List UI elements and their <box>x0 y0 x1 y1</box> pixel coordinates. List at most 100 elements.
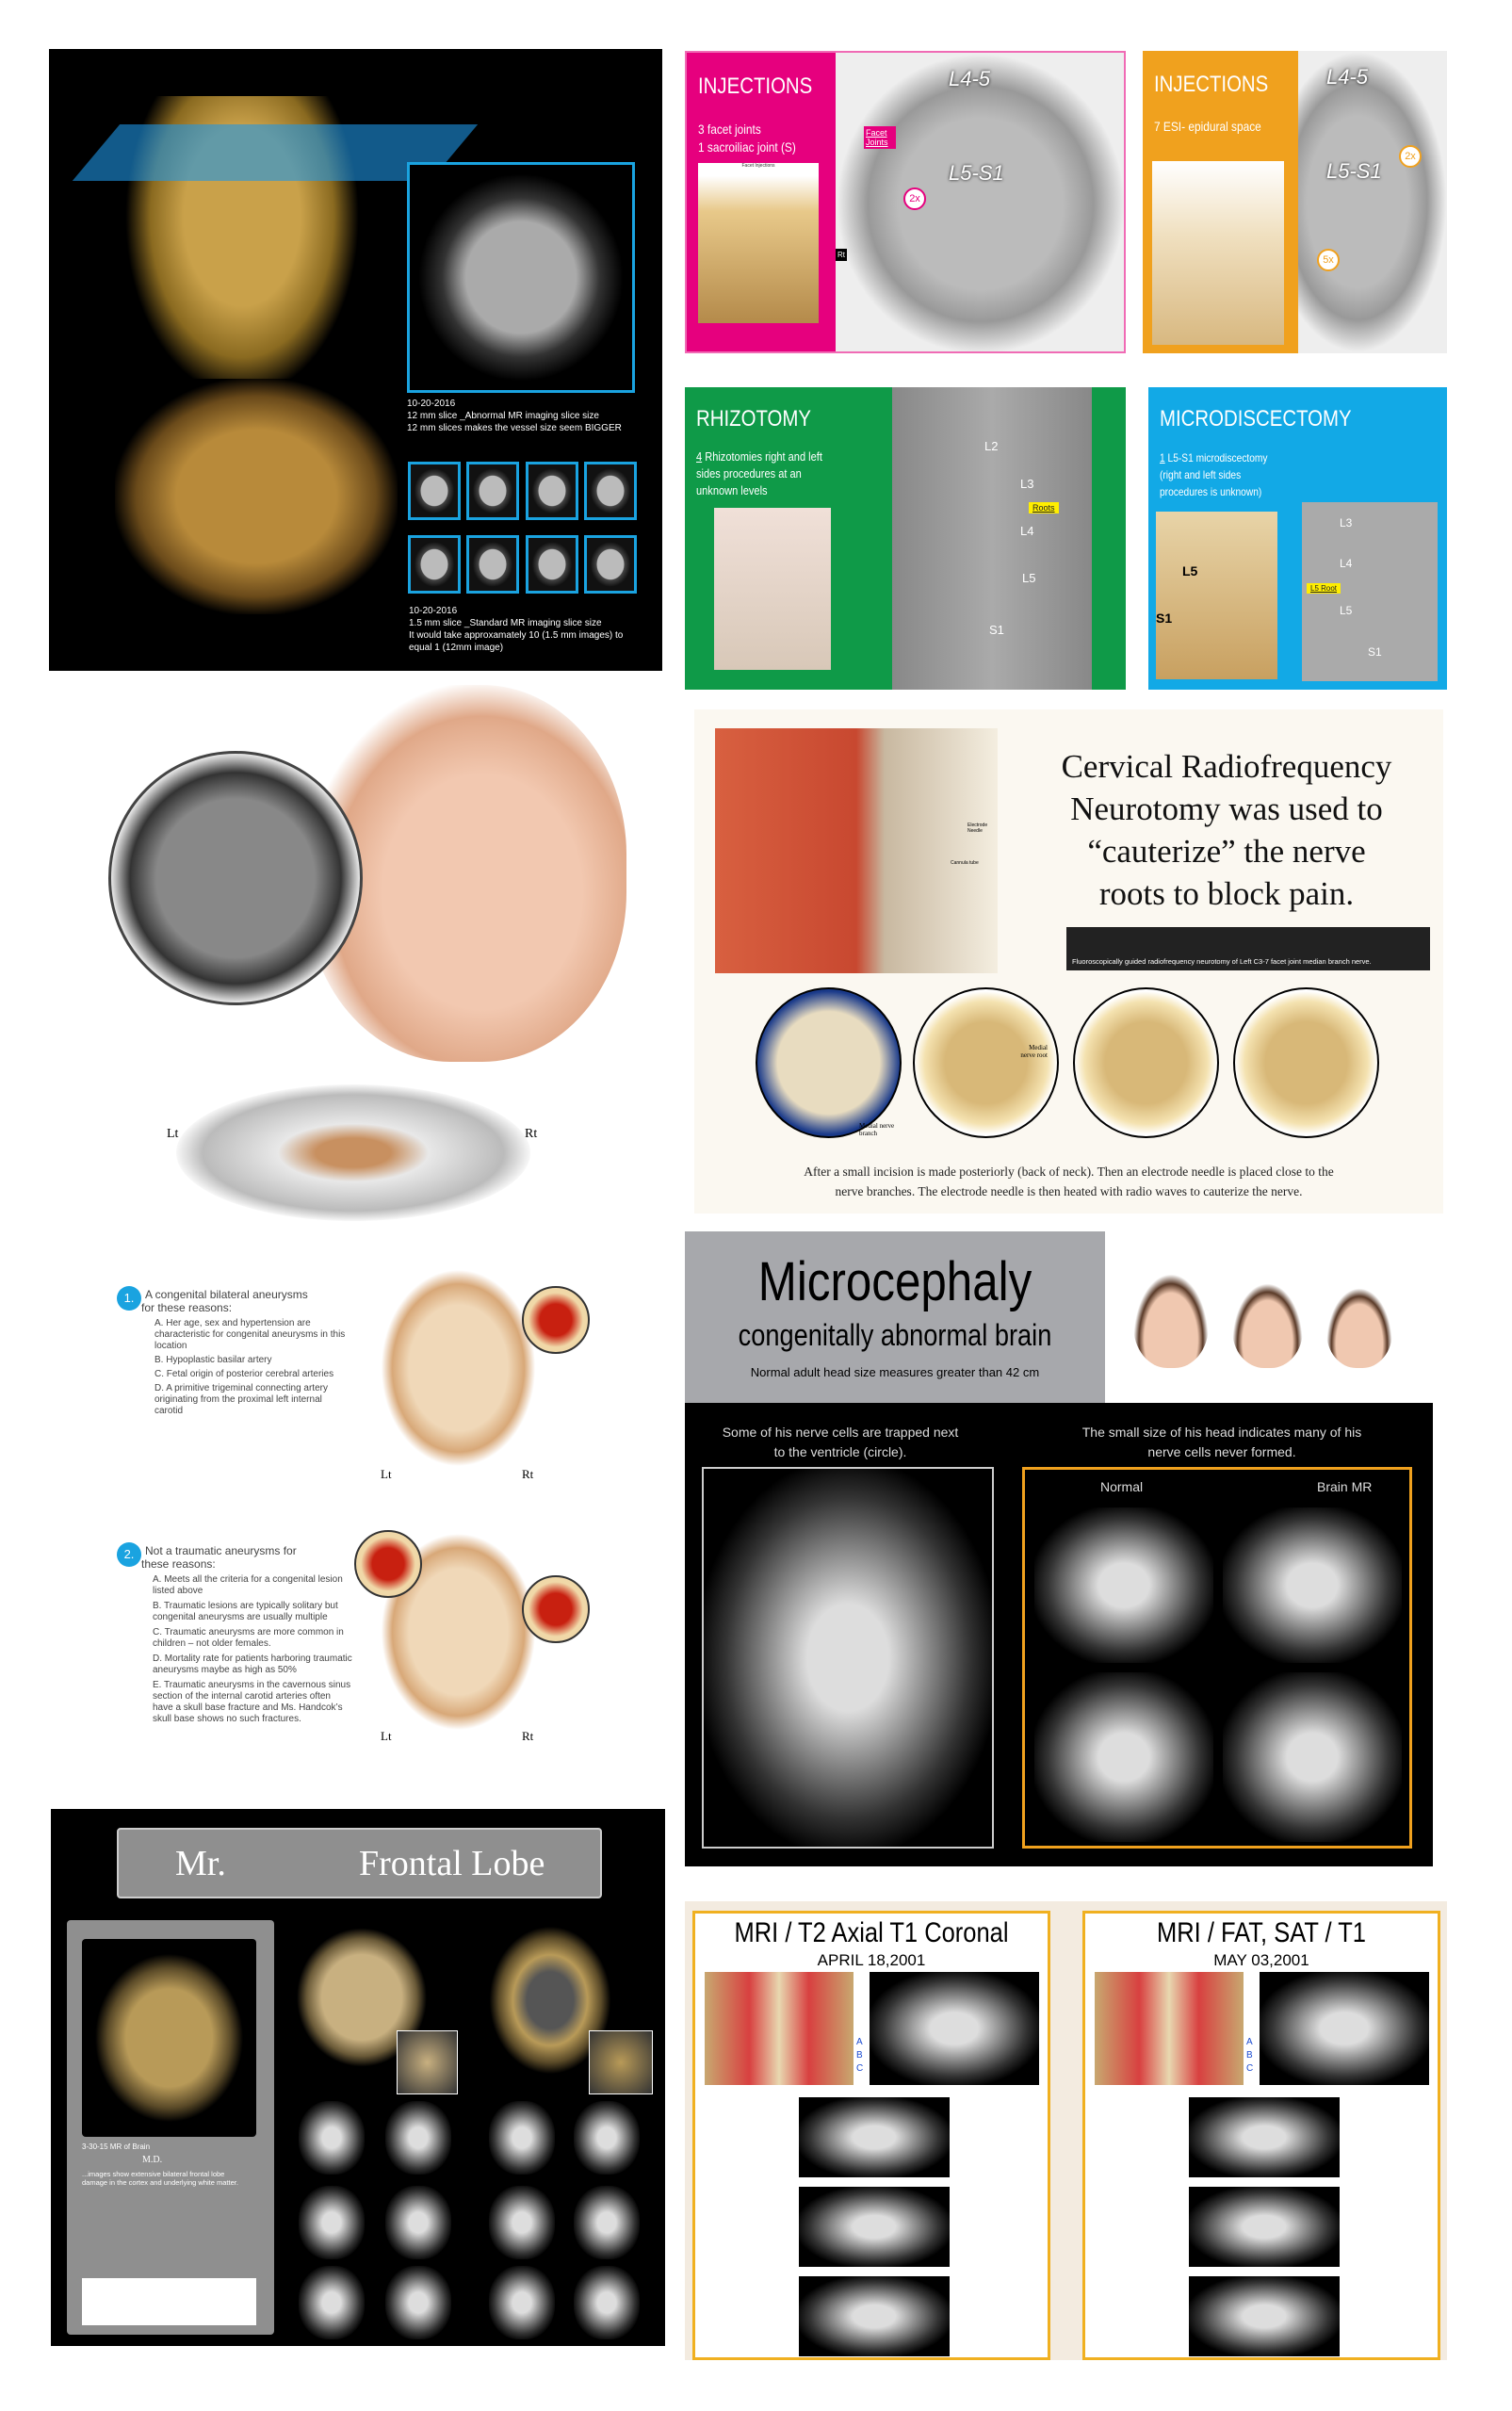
level-label: L3 <box>1340 516 1353 529</box>
reason-item: A. Her age, sex and hypertension are cha… <box>154 1318 346 1351</box>
panel-title: MICRODISCECTOMY <box>1160 406 1352 432</box>
caption-line: Some of his nerve cells are trapped next <box>722 1425 959 1440</box>
level-label: L4 <box>1340 557 1353 570</box>
face-3d-render <box>82 1939 256 2137</box>
heading-line: for these reasons: <box>141 1301 233 1314</box>
procedure-circle <box>1233 987 1379 1138</box>
axial-slice <box>385 2101 451 2175</box>
board-date: MAY 03,2001 <box>1213 1951 1309 1969</box>
large-mr-slice <box>407 162 635 393</box>
head-size-note: Normal adult head size measures greater … <box>750 1365 1040 1379</box>
left-label: Lt <box>167 1127 179 1141</box>
number-badge: 1. <box>117 1286 141 1311</box>
aneurysm-magnifier <box>354 1530 422 1598</box>
baby-head <box>1133 1274 1209 1368</box>
text-line: unknown levels <box>696 483 768 497</box>
microdiscectomy-panel: MICRODISCECTOMY 1 L5-S1 microdiscectomy … <box>1148 387 1447 690</box>
reasons-list-2: Not a traumatic aneurysms for these reas… <box>141 1544 352 1725</box>
diagram-strip <box>82 2278 256 2325</box>
mr-thumb <box>526 535 578 594</box>
head-vascular-illustration <box>61 676 629 1075</box>
skull-base-illustration <box>381 1269 536 1467</box>
level-label: L5-S1 <box>1326 159 1382 183</box>
level-label: L4 <box>1020 524 1034 538</box>
fat-sat-orbit-mri <box>1260 1972 1429 2085</box>
panel-text: 1 L5-S1 microdiscectomy (right and left … <box>1160 449 1268 500</box>
text-line: L5-S1 microdiscectomy <box>1167 451 1268 464</box>
level-label: L5 <box>1022 571 1036 585</box>
comparison-box: Normal Brain MR <box>1022 1467 1412 1849</box>
axial-slice <box>574 2186 640 2259</box>
front-inset <box>589 2030 653 2094</box>
roots-tag: Roots <box>1029 502 1059 513</box>
normal-coronal-mri <box>1034 1672 1213 1842</box>
reason-item: A. Meets all the criteria for a congenit… <box>153 1574 343 1596</box>
inset-title: Facet Injections <box>741 163 775 169</box>
medial-nerve-branch-label: Medial nerve branch <box>859 1122 895 1137</box>
info-card: 3-30-15 MR of Brain M.D. ...images show … <box>67 1920 274 2335</box>
axial-ct-scan: L4-5 L5-S1 2x Rt Facet Joints <box>836 53 1124 351</box>
procedure-circle <box>913 987 1059 1138</box>
level-label: L2 <box>984 439 999 453</box>
axial-slice <box>574 2266 640 2339</box>
axial-slice <box>385 2266 451 2339</box>
text-line: sides procedures at an <box>696 466 802 481</box>
medial-nerve-root-label: Medial nerve root <box>1020 1044 1048 1059</box>
microcephaly-subtitle: congenitally abnormal brain <box>738 1318 1052 1352</box>
coronal-slice-a <box>1189 2097 1340 2177</box>
side-inset <box>397 2030 458 2094</box>
reason-item: C. Traumatic aneurysms are more common i… <box>153 1627 344 1649</box>
aneurysm-magnifier <box>522 1286 590 1354</box>
neck-anatomy-illustration: Electrode Needle Cannula tube <box>715 728 998 973</box>
coronal-mri <box>702 1467 994 1849</box>
title-banner: Mr. Frontal Lobe <box>117 1828 602 1898</box>
abnormal-coronal-mri <box>1223 1672 1402 1842</box>
level-label: L5 <box>1340 604 1353 617</box>
coronal-slice-b <box>799 2187 950 2267</box>
axial-slice <box>385 2186 451 2259</box>
reasons-list-1: A congenital bilateral aneurysms for the… <box>141 1288 352 1417</box>
reason-item: B. Traumatic lesions are typically solit… <box>153 1601 338 1622</box>
axial-slice <box>489 2186 555 2259</box>
panel-text: 4 Rhizotomies right and left sides proce… <box>696 448 822 499</box>
epidural-illustration <box>1152 161 1284 345</box>
caption-1-5mm: 10-20-2016 1.5 mm slice _Standard MR ima… <box>409 605 623 654</box>
footer-line: nerve branches. The electrode needle is … <box>835 1184 1303 1198</box>
mr-thumb <box>526 462 578 520</box>
caption-line: 12 mm slices makes the vessel size seem … <box>407 423 622 433</box>
count-badge: 5x <box>1317 249 1340 271</box>
mr-thumb <box>466 535 519 594</box>
axial-slice <box>489 2266 555 2339</box>
marker-a: A <box>1246 2037 1253 2047</box>
level-label: S1 <box>1156 611 1173 626</box>
cervical-title: Cervical Radiofrequency Neurotomy was us… <box>1019 745 1434 915</box>
reason-item: C. Fetal origin of posterior cerebral ar… <box>154 1369 334 1379</box>
marker-c: C <box>856 2063 864 2074</box>
text-line: 3 facet joints <box>698 122 761 137</box>
title-subject: Frontal Lobe <box>359 1844 545 1883</box>
footer-line: After a small incision is made posterior… <box>804 1165 1334 1179</box>
radiologist-label: M.D. <box>142 2155 163 2165</box>
coronal-slice-c <box>1189 2276 1340 2356</box>
side-label: Rt <box>836 249 847 261</box>
brain-slice-panel: 10-20-2016 12 mm slice _Abnormal MR imag… <box>49 49 662 671</box>
number-badge: 2. <box>117 1542 141 1567</box>
orbit-illustration <box>705 1972 854 2085</box>
mr-thumb <box>466 462 519 520</box>
axial-ct-scan: L4-5 L5-S1 2x 5x <box>1298 51 1447 353</box>
facet-joints-tag: Facet Joints <box>864 126 896 149</box>
marker-a: A <box>856 2037 863 2047</box>
panel-title: INJECTIONS <box>698 73 813 99</box>
count: 4 <box>696 449 703 464</box>
count-badge: 2x <box>903 187 926 210</box>
coronal-ct-scan: L2 L3 L4 L5 S1 <box>892 387 1092 690</box>
level-label: L4-5 <box>949 67 991 90</box>
title-line: Neurotomy was used to <box>1070 790 1383 827</box>
heading-line: A congenital bilateral aneurysms <box>145 1288 308 1301</box>
injections-facet-panel: L4-5 L5-S1 2x Rt Facet Joints INJECTIONS… <box>685 51 1126 353</box>
abc-markers: A B C <box>856 2036 863 2076</box>
text-line: 1 sacroiliac joint (S) <box>698 139 796 155</box>
skull-top-view: Lt Rt <box>138 1075 568 1229</box>
right-caption: The small size of his head indicates man… <box>1024 1423 1420 1462</box>
abc-markers: A B C <box>1246 2036 1253 2076</box>
